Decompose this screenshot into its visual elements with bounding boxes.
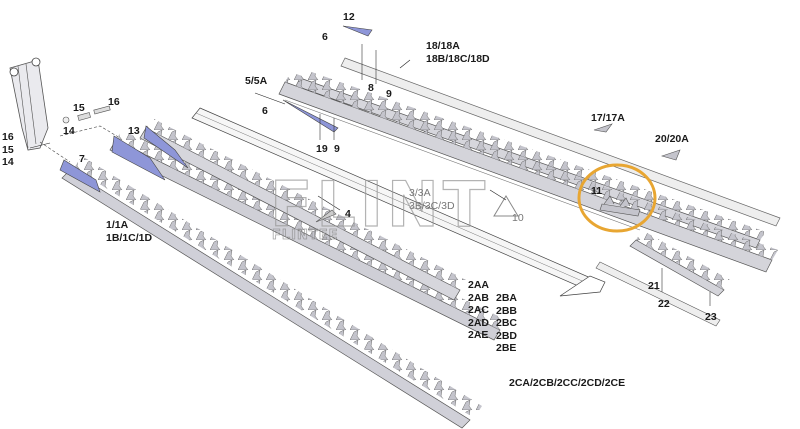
callout-20: 20/20A xyxy=(655,133,689,145)
callout-14: 14 xyxy=(63,125,75,137)
callout-16: 16 xyxy=(108,96,120,108)
callout-19: 19 xyxy=(316,143,328,155)
callout-23: 23 xyxy=(705,311,717,323)
knife-bar-13 xyxy=(109,118,506,341)
leader-lines xyxy=(29,59,507,211)
callout-18: 18/18A 18B/18C/18D xyxy=(426,40,490,65)
callout-2a-series: 2AA 2AB 2AC 2AD 2AE xyxy=(468,279,490,341)
callout-6: 6 xyxy=(322,31,328,43)
callout-16-15-14: 16 15 14 xyxy=(2,131,14,168)
callout-1: 1/1A 1B/1C/1D xyxy=(106,219,153,244)
knife-bar-1 xyxy=(59,156,482,429)
callout-7: 7 xyxy=(79,153,85,165)
callout-10: 10 xyxy=(512,212,524,224)
callout-22: 22 xyxy=(658,298,670,310)
loose-parts xyxy=(315,123,730,327)
callout-17: 17/17A xyxy=(591,112,625,124)
callout-8: 8 xyxy=(368,82,374,94)
callout-9-lower: 9 xyxy=(334,143,340,155)
callout-4: 4 xyxy=(345,208,351,220)
callout-5: 5/5A xyxy=(245,75,268,87)
watermark-subtext: FLINTEE xyxy=(272,228,339,244)
callout-15: 15 xyxy=(73,102,85,114)
callout-3: 3/3A 3B/3C/3D xyxy=(409,187,455,212)
callout-6-lower: 6 xyxy=(262,105,268,117)
highlight-circle xyxy=(577,163,657,233)
knife-bar-5 xyxy=(278,44,778,273)
callout-11: 11 xyxy=(591,185,603,197)
callout-2b-series: 2BA 2BB 2BC 2BD 2BE xyxy=(496,292,518,354)
callout-9-upper: 9 xyxy=(386,88,392,100)
callout-2c-series: 2CA/2CB/2CC/2CD/2CE xyxy=(509,377,626,389)
pitman-arm-assembly xyxy=(9,57,121,163)
guard-rail-3 xyxy=(191,107,606,297)
callout-21: 21 xyxy=(648,280,660,292)
watermark-logo: FLINT xyxy=(269,167,490,241)
callout-13: 13 xyxy=(128,125,140,137)
callout-12: 12 xyxy=(343,11,355,23)
